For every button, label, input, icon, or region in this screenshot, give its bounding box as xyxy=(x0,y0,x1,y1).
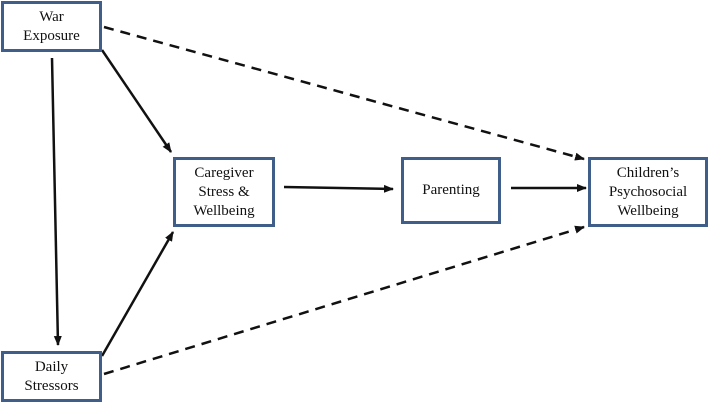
edge-caregiver-to-parenting xyxy=(283,184,394,193)
node-war-exposure: War Exposure xyxy=(1,1,102,52)
node-daily-stressors-label: Daily Stressors xyxy=(24,358,79,394)
node-war-exposure-label: War Exposure xyxy=(23,8,80,44)
node-childrens-psychosocial-wellbeing: Children’s Psychosocial Wellbeing xyxy=(588,157,708,227)
edge-war-to-children xyxy=(103,25,585,161)
node-caregiver-stress-wellbeing-label: Caregiver Stress & Wellbeing xyxy=(193,164,255,219)
edge-daily-to-children xyxy=(103,225,585,376)
node-parenting-label: Parenting xyxy=(422,182,480,198)
node-childrens-psychosocial-wellbeing-label: Children’s Psychosocial Wellbeing xyxy=(608,164,688,219)
node-daily-stressors: Daily Stressors xyxy=(1,351,102,402)
edge-war-to-caregiver xyxy=(100,49,173,153)
edge-daily-to-caregiver xyxy=(100,231,175,357)
node-caregiver-stress-wellbeing: Caregiver Stress & Wellbeing xyxy=(173,157,275,227)
edge-war-to-daily xyxy=(50,57,62,346)
node-parenting: Parenting xyxy=(401,157,501,224)
